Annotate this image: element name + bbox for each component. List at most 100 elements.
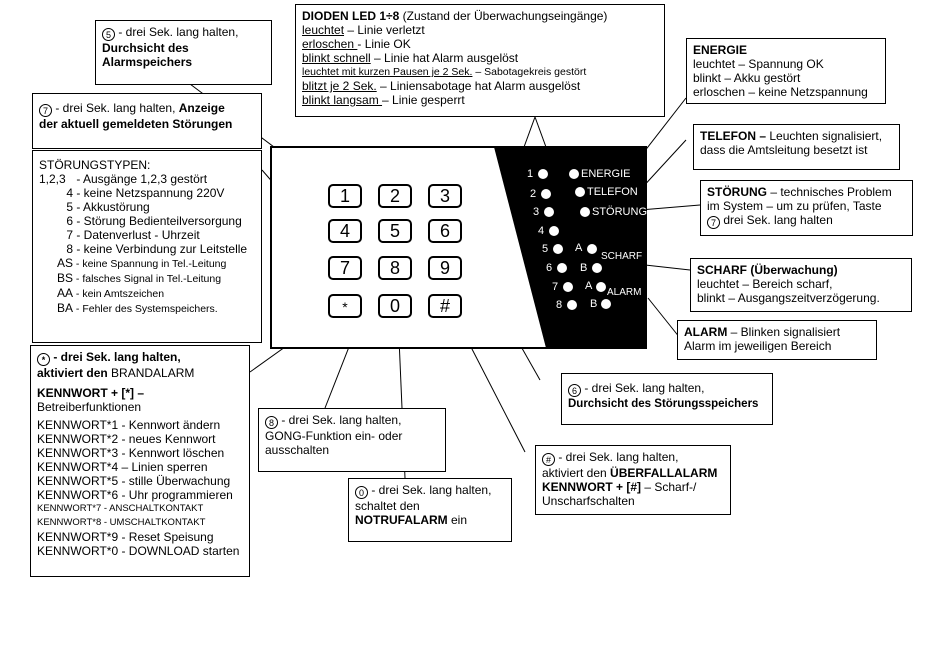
callout-text: Alarmspeichers [102,55,193,69]
key-star[interactable]: * [328,294,362,318]
key-4[interactable]: 4 [328,219,362,243]
callout-scharf: SCHARF (Überwachung) leuchtet – Bereich … [690,258,912,312]
alarm-led-b [601,299,611,309]
kennwort-row: KENNWORT*4 – Linien sperren [37,460,208,474]
scharf-led-b [592,263,602,273]
callout-key-star: * - drei Sek. lang halten, aktiviert den… [30,345,250,577]
callout-text: - drei Sek. lang halten, [278,413,402,427]
key-1[interactable]: 1 [328,184,362,208]
key-6[interactable]: 6 [428,219,462,243]
callout-text: – Linie gesperrt [382,93,465,107]
callout-title: ENERGIE [693,43,748,57]
callout-key-8: 8 - drei Sek. lang halten, GONG-Funktion… [258,408,446,472]
callout-text: leuchtet – Bereich scharf, [697,277,833,291]
kennwort-row: KENNWORT*9 - Reset Speisung [37,530,214,544]
zone-b-label: B [580,262,588,274]
callout-text: GONG-Funktion ein- oder [265,429,403,443]
led-indicator [553,244,563,254]
led-number: 6 [546,262,553,274]
key-star-symbol: * [37,353,50,366]
callout-stoerung: STÖRUNG – technisches Problem im System … [700,180,913,236]
alarm-led-label: ALARM [607,287,642,298]
led-number: 4 [538,225,545,237]
callout-text: - Linie OK [357,37,411,51]
stoerung-led-label: STÖRUNG [592,206,647,218]
callout-text: - drei Sek. lang halten, [52,101,179,115]
callout-text: Unscharfschalten [542,494,635,508]
stoerungstyp-code: BA [56,301,73,315]
stoerungstyp-row: AA - kein Amtszeichen [39,286,255,301]
callout-text: Durchsicht des Störungsspeichers [568,398,759,410]
led-number: 2 [530,188,537,200]
callout-text: erloschen – keine Netzspannung [693,85,868,99]
stoerungstyp-code: 5 [66,200,73,214]
callout-key-6: 6 - drei Sek. lang halten, Durchsicht de… [561,373,773,425]
callout-text: BRANDALARM [111,366,195,380]
callout-text: ausschalten [265,443,330,457]
led-indicator [549,226,559,236]
key-8-symbol: 8 [265,416,278,429]
key-7-symbol: 7 [707,216,720,229]
callout-text: - drei Sek. lang halten, [581,381,705,395]
callout-text: KENNWORT + [#] [542,480,641,494]
kennwort-row: KENNWORT*6 - Uhr programmieren [37,488,233,502]
callout-text: aktiviert den [37,366,112,380]
callout-text: – Linie hat Alarm ausgelöst [370,51,519,65]
stoerungstyp-code: AS [56,256,73,270]
led-number: 1 [527,168,534,180]
key-0-symbol: 0 [355,486,368,499]
key-7[interactable]: 7 [328,256,362,280]
key-3[interactable]: 3 [428,184,462,208]
callout-text: Durchsicht des [102,41,189,55]
stoerungstyp-code: BS [56,271,73,285]
stoerungstyp-code: 4 [66,186,73,200]
callout-text: blinkt – Ausgangszeitverzögerung. [697,291,880,305]
led-state: blinkt langsam [302,93,383,107]
callout-energie: ENERGIE leuchtet – Spannung OK blinkt – … [686,38,886,104]
stoerungstyp-row: AS - keine Spannung in Tel.-Leitung [39,256,255,271]
stoerungstyp-code: AA [56,286,73,300]
stoerungstyp-row: 1,2,3 - Ausgänge 1,2,3 gestört [39,172,255,186]
callout-alarm: ALARM – Blinken signalisiert Alarm im je… [677,320,877,360]
callout-text: - drei Sek. lang halten, [115,25,239,39]
stoerungstyp-description: - Fehler des Systemspeichers. [73,303,218,315]
key-8[interactable]: 8 [378,256,412,280]
energie-led-label: ENERGIE [581,168,631,180]
stoerungstyp-row: 7 - Datenverlust - Uhrzeit [39,228,255,242]
stoerungstyp-row: BA - Fehler des Systemspeichers. [39,301,255,316]
callout-text: (Zustand der Überwachungseingänge) [399,9,608,23]
callout-text: - drei Sek. lang halten, [555,450,679,464]
kennwort-row: KENNWORT*8 - UMSCHALTKONTAKT [37,517,206,528]
key-hash[interactable]: # [428,294,462,318]
led-state: leuchtet mit kurzen Pausen je 2 Sek. [302,66,473,78]
stoerungstyp-code: 6 [66,214,73,228]
key-2[interactable]: 2 [378,184,412,208]
stoerungstyp-description: - Störung Bedienteilversorgung [73,214,242,228]
led-state: blitzt je 2 Sek. [302,79,377,93]
stoerungstyp-description: - keine Spannung in Tel.-Leitung [73,258,227,270]
key-9[interactable]: 9 [428,256,462,280]
led-indicator [563,282,573,292]
callout-text: NOTRUFALARM [355,513,448,527]
stoerungstyp-row: 5 - Akkustörung [39,200,255,214]
stoerungstyp-row: 4 - keine Netzspannung 220V [39,186,255,200]
kennwort-row: KENNWORT*1 - Kennwort ändern [37,418,221,432]
callout-text: – Linie verletzt [344,23,425,37]
stoerungstyp-row: 6 - Störung Bedienteilversorgung [39,214,255,228]
callout-text: - drei Sek. lang halten, [50,350,181,364]
energie-led [569,169,579,179]
key-5[interactable]: 5 [378,219,412,243]
callout-key-5: 5 - drei Sek. lang halten, Durchsicht de… [95,20,272,85]
callout-text: – Blinken signalisiert [727,325,841,339]
callout-text: dass die Amtsleitung besetzt ist [700,143,868,157]
callout-text: - drei Sek. lang halten, [368,483,492,497]
kennwort-row: KENNWORT*3 - Kennwort löschen [37,446,225,460]
callout-text: Leuchten signalisiert, [766,129,883,143]
key-0[interactable]: 0 [378,294,412,318]
callout-text: KENNWORT + [*] – [37,386,145,400]
callout-title: STÖRUNG [707,185,767,199]
callout-text: aktiviert den [542,466,611,480]
led-number: 7 [552,281,559,293]
